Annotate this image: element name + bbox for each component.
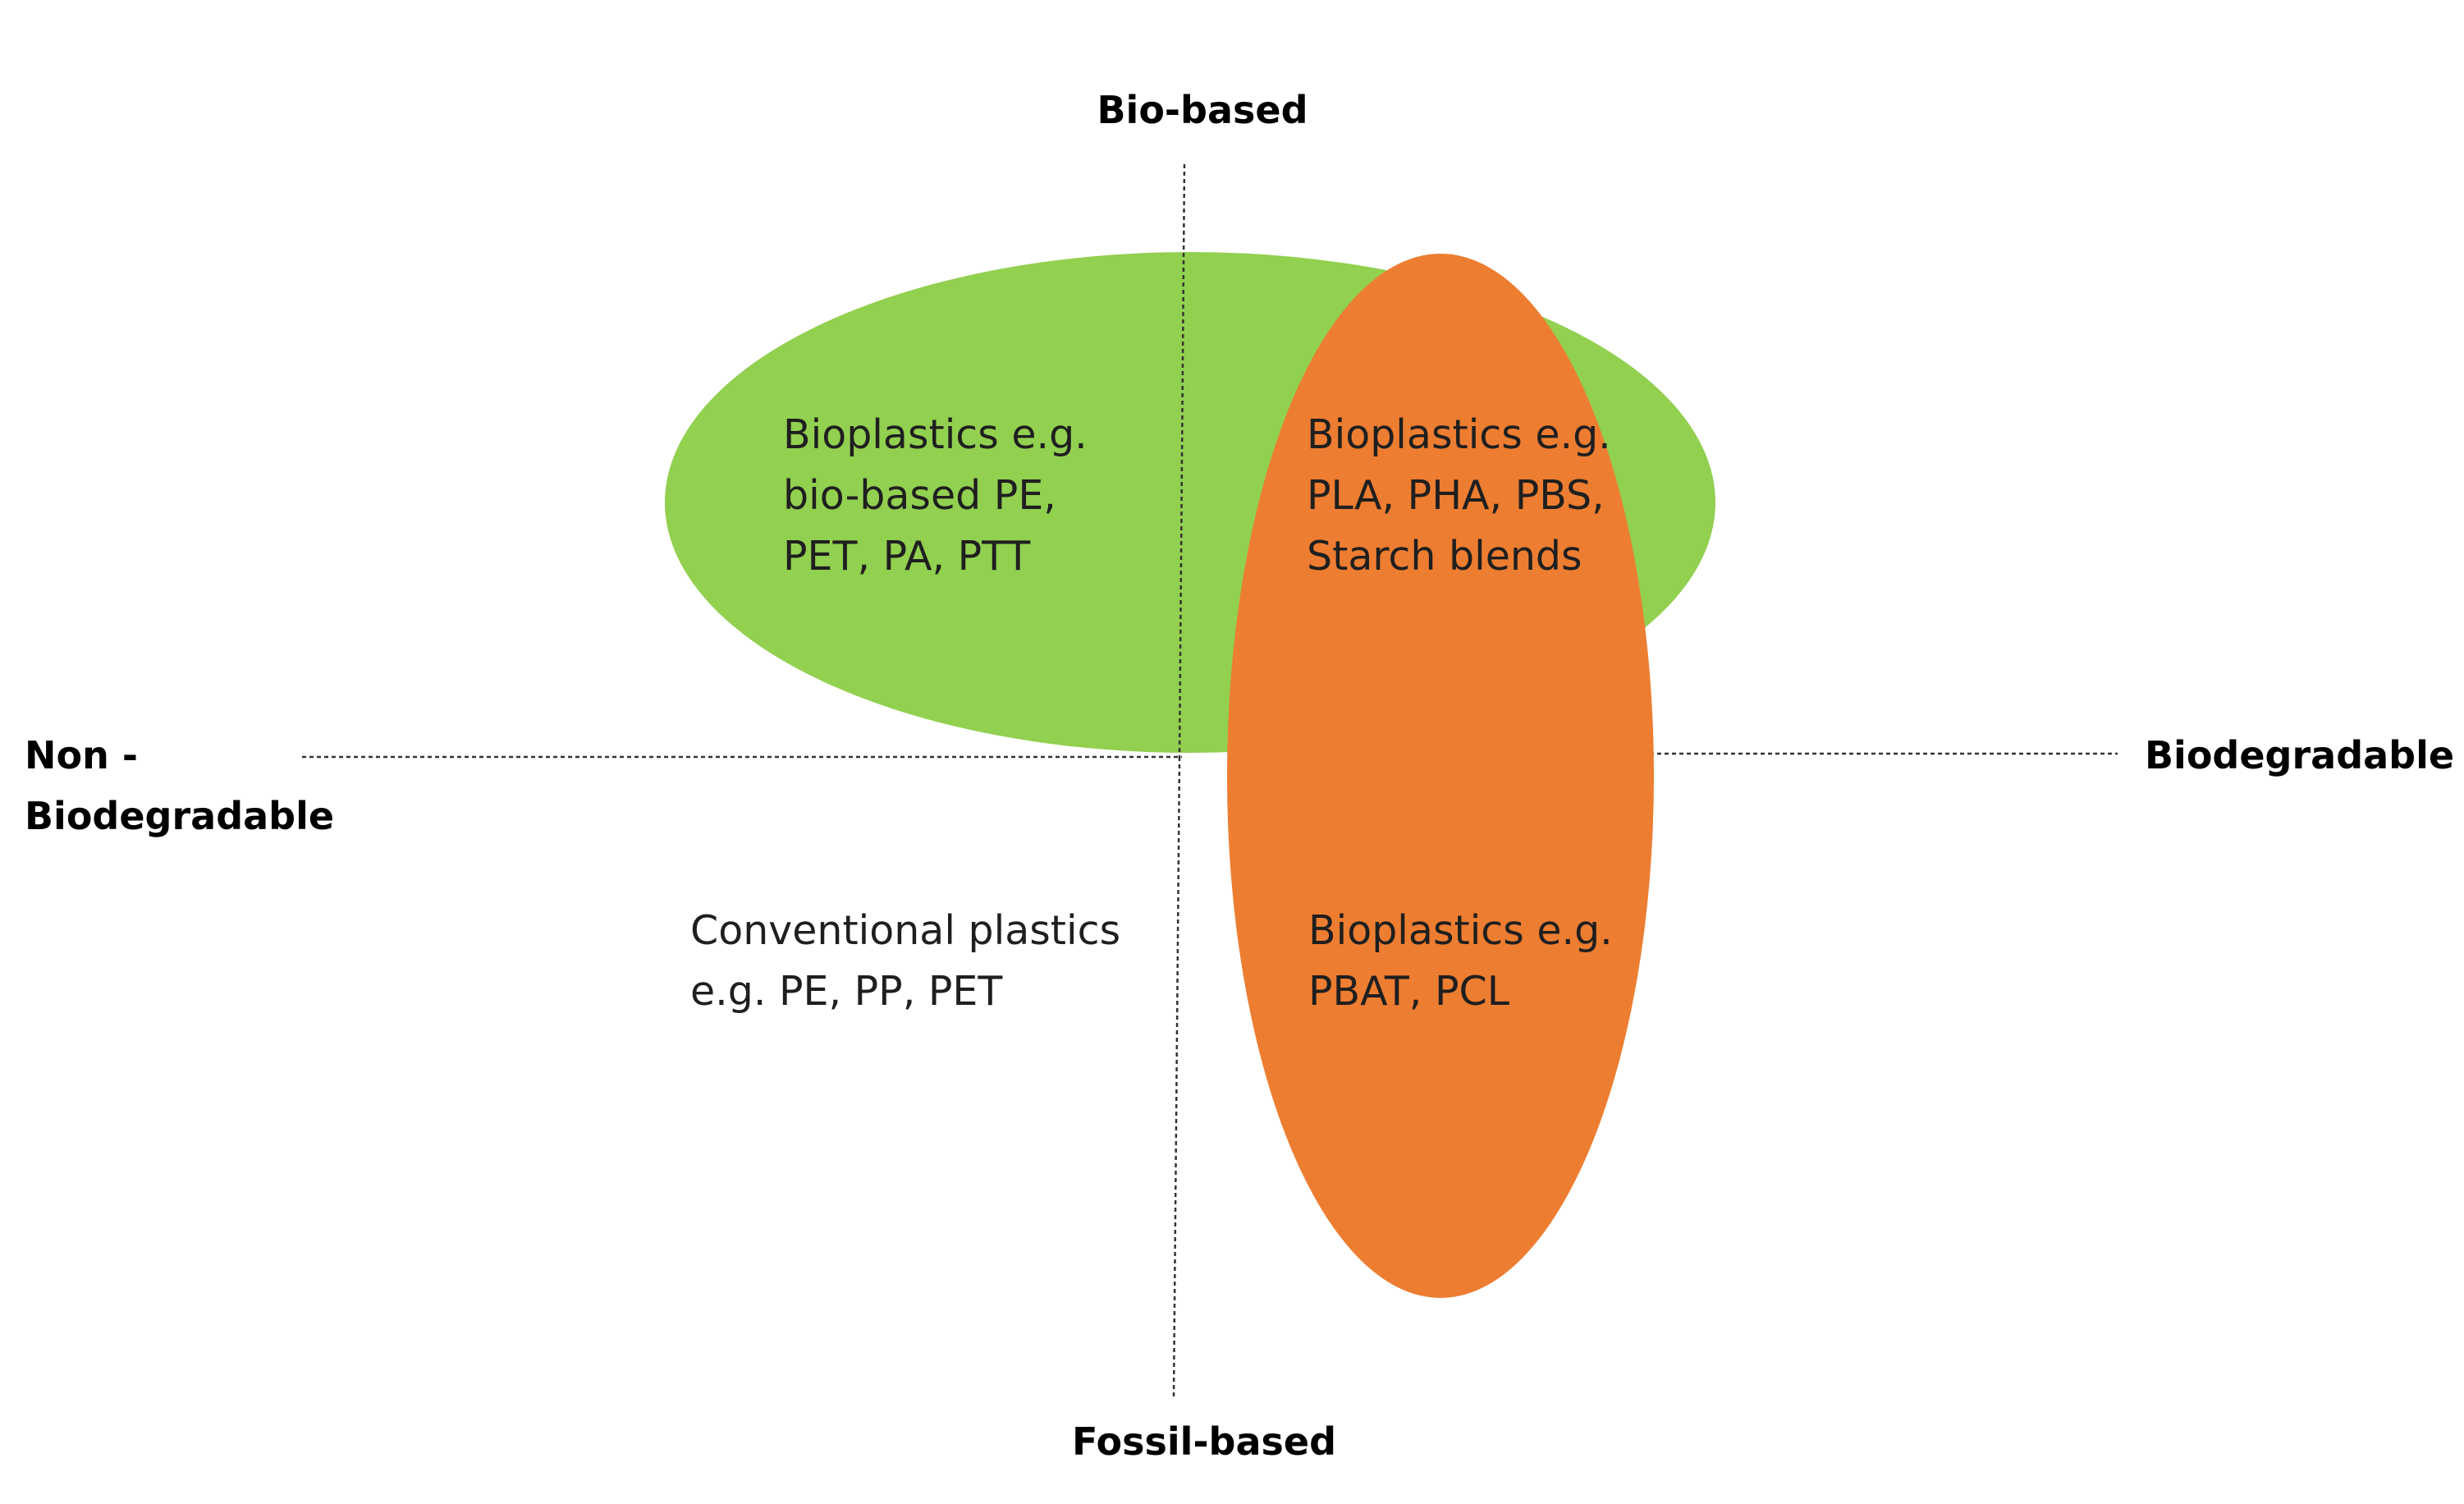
axis-label-bio-based: Bio-based [1097,88,1308,132]
biodegradable-ellipse [1227,254,1654,1298]
quadrant-text-line: e.g. PE, PP, PET [690,968,1003,1015]
quadrant-text-line: PLA, PHA, PBS, [1307,472,1605,519]
vertical-axis-lower [1172,756,1181,1398]
axis-label-biodegradable: Biodegradable [2145,733,2454,777]
quadrant-text-line: Bioplastics e.g. [783,411,1088,458]
quadrant-text-line: PBAT, PCL [1308,968,1510,1015]
quadrant-text-line: Bioplastics e.g. [1308,907,1613,954]
quadrant-text-line: bio-based PE, [783,472,1056,519]
quadrant-top-right-text: Bioplastics e.g. PLA, PHA, PBS, Starch b… [1307,411,1611,580]
axis-label-fossil-based: Fossil-based [1072,1419,1336,1464]
quadrant-bottom-right-text: Bioplastics e.g. PBAT, PCL [1308,907,1613,1015]
quadrant-text-line: Conventional plastics [690,907,1120,954]
quadrant-text-line: Bioplastics e.g. [1307,411,1611,458]
quadrant-top-left-text: Bioplastics e.g. bio-based PE, PET, PA, … [783,411,1088,580]
quadrant-text-line: PET, PA, PTT [783,533,1031,580]
axis-label-non-biodegradable-line2: Biodegradable [25,794,334,838]
quadrant-bottom-left-text: Conventional plastics e.g. PE, PP, PET [690,907,1120,1015]
vertical-axis-upper [1178,163,1186,758]
axis-label-non-biodegradable-line1: Non - [25,733,138,777]
quadrant-text-line: Starch blends [1307,533,1582,580]
